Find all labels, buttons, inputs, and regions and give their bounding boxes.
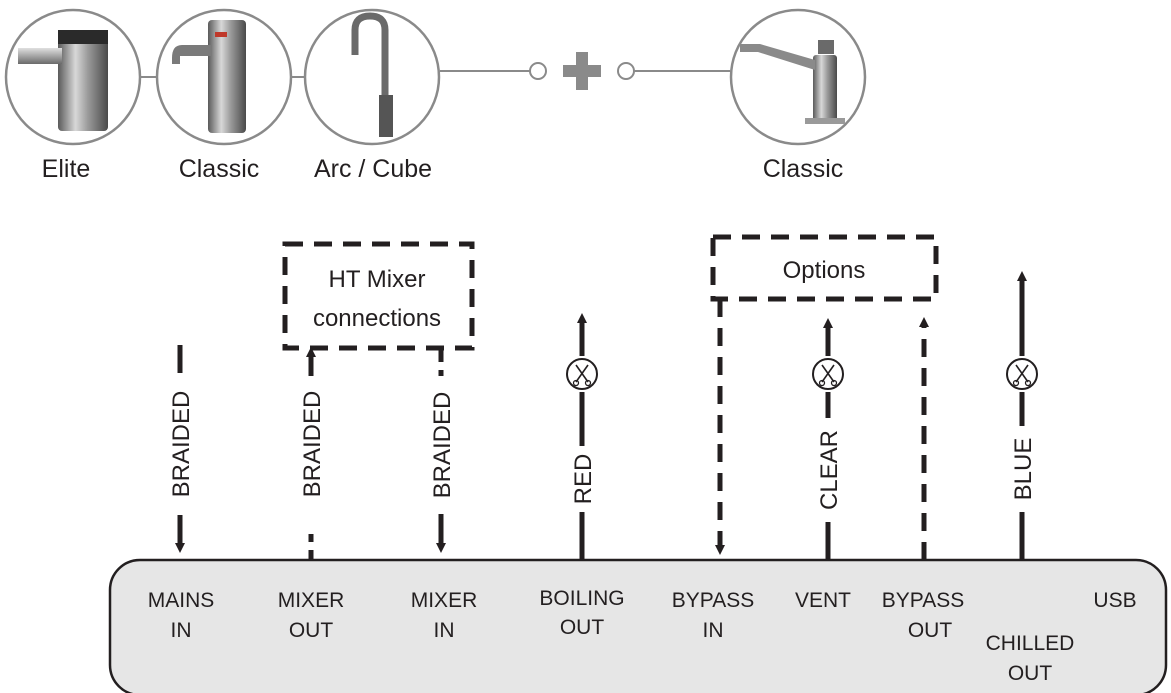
- pipe-label-vent: CLEAR: [816, 430, 843, 510]
- elite-tap[interactable]: [4, 8, 142, 146]
- tap-connectors: [140, 62, 730, 80]
- port-mixer-out-line2: OUT: [289, 619, 334, 642]
- plus-icon: [563, 52, 601, 90]
- port-mains-in-line2: IN: [171, 619, 192, 642]
- port-mixer-out[interactable]: MIXER OUT: [278, 589, 345, 642]
- pipe-label-mains: BRAIDED: [168, 391, 195, 498]
- ht-mixer-box: HT Mixer connections: [282, 241, 475, 351]
- arc-cube-tap[interactable]: [303, 8, 441, 146]
- ht-mixer-label-1: HT Mixer: [329, 266, 426, 293]
- scissors-icon: [812, 358, 844, 390]
- port-bypass-in-line1: BYPASS: [672, 589, 754, 612]
- port-boiling-out-line1: BOILING: [539, 587, 624, 610]
- port-mixer-in-line1: MIXER: [411, 589, 478, 612]
- port-usb[interactable]: USB: [1093, 589, 1136, 612]
- arc-tap-icon: [351, 12, 393, 137]
- port-chilled-out-line1: CHILLED: [986, 632, 1075, 655]
- connection-panel: [108, 558, 1168, 693]
- tap-label-classic: Classic: [179, 155, 260, 183]
- mixer-tap[interactable]: [729, 8, 867, 146]
- elite-tap-icon: [18, 30, 108, 131]
- pipe-label-mixer-out: BRAIDED: [299, 391, 326, 498]
- scissors-icon: [566, 358, 598, 390]
- port-usb-label: USB: [1093, 589, 1136, 612]
- port-boiling-out[interactable]: BOILING OUT: [539, 587, 624, 639]
- port-bypass-out-line2: OUT: [908, 619, 953, 642]
- port-bypass-out-line1: BYPASS: [882, 589, 964, 612]
- port-mains-in[interactable]: MAINS IN: [148, 589, 215, 642]
- port-vent[interactable]: VENT: [795, 589, 851, 612]
- classic-tap[interactable]: [155, 8, 293, 146]
- mixer-tap-icon: [740, 40, 845, 124]
- scissors-icon: [1006, 358, 1038, 390]
- port-bypass-in-line2: IN: [703, 619, 724, 642]
- ht-mixer-label-2: connections: [313, 305, 441, 332]
- port-mixer-in[interactable]: MIXER IN: [411, 589, 478, 642]
- port-mixer-out-line1: MIXER: [278, 589, 345, 612]
- port-mixer-in-line2: IN: [434, 619, 455, 642]
- port-mains-in-line1: MAINS: [148, 589, 215, 612]
- pipe-label-mixer-in: BRAIDED: [429, 392, 456, 499]
- port-bypass-out[interactable]: BYPASS OUT: [882, 589, 964, 642]
- tap-label-mixer-classic: Classic: [763, 155, 844, 183]
- options-label: Options: [783, 257, 866, 284]
- classic-tap-icon: [172, 20, 246, 133]
- port-chilled-out[interactable]: CHILLED OUT: [986, 632, 1075, 685]
- tap-label-arc-cube: Arc / Cube: [314, 155, 432, 183]
- port-vent-label: VENT: [795, 589, 851, 612]
- port-boiling-out-line2: OUT: [560, 616, 605, 639]
- port-bypass-in[interactable]: BYPASS IN: [672, 589, 754, 642]
- pipe-label-boiling: RED: [570, 454, 597, 505]
- pipe-label-chilled: BLUE: [1010, 438, 1037, 501]
- tap-label-elite: Elite: [42, 155, 91, 183]
- options-box: Options: [710, 234, 939, 302]
- port-chilled-out-line2: OUT: [1008, 662, 1053, 685]
